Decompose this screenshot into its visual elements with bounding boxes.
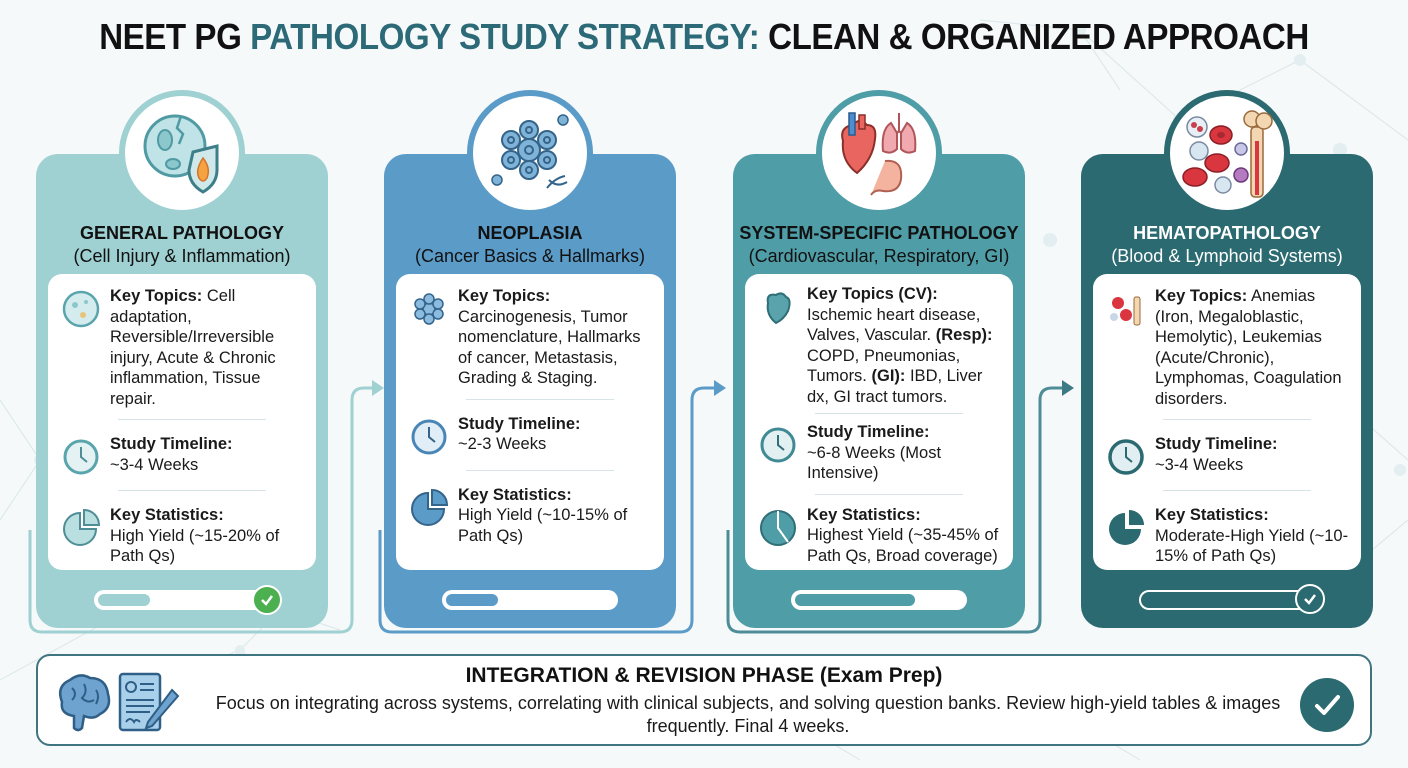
progress-bar (791, 590, 967, 610)
tumor-cells-dna-icon (467, 90, 593, 216)
progress-fill (98, 594, 150, 606)
timeline-value: ~6-8 Weeks (Most Intensive) (807, 443, 942, 483)
clock-icon (58, 434, 104, 480)
statistics-value: Moderate-High Yield (~10-15% of Path Qs) (1155, 526, 1349, 566)
divider (466, 398, 614, 400)
statistics-row: Key Statistics: High Yield (~10-15% of Pa… (406, 485, 654, 547)
clock-icon (755, 422, 801, 468)
tumor-cells-icon (406, 286, 452, 332)
key-topics-label: Key Topics: (458, 287, 551, 305)
divider (118, 490, 266, 491)
timeline-row: Study Timeline: ~3-4 Weeks (58, 434, 306, 480)
timeline-label: Study Timeline: (458, 414, 581, 433)
key-topics-gi-label: (GI): (871, 367, 906, 385)
title-prefix: NEET PG (99, 16, 251, 57)
card-title: NEOPLASIA (477, 223, 583, 243)
heart-icon (755, 284, 801, 330)
divider (466, 469, 614, 471)
timeline-row: Study Timeline: ~3-4 Weeks (1103, 434, 1351, 480)
statistics-label: Key Statistics: (807, 505, 921, 524)
card-hematopathology: HEMATOPATHOLOGY (Blood & Lymphoid System… (1081, 90, 1373, 628)
card-title: HEMATOPATHOLOGY (1133, 223, 1321, 243)
timeline-row: Study Timeline: ~2-3 Weeks (406, 414, 654, 460)
pie-chart-icon (755, 505, 801, 551)
divider (1163, 490, 1311, 491)
key-topics-text: Cell adaptation, Reversible/Irreversible… (110, 287, 276, 408)
statistics-row: Key Statistics: Moderate-High Yield (~10-… (1103, 505, 1351, 567)
page-title: NEET PG PATHOLOGY STUDY STRATEGY: CLEAN … (56, 16, 1351, 58)
pie-chart-icon (1103, 505, 1149, 551)
key-topics-cv-label: Key Topics (CV): (807, 285, 938, 303)
timeline-value: ~2-3 Weeks (458, 435, 547, 453)
card-general-pathology: GENERAL PATHOLOGY (Cell Injury & Inflamm… (36, 90, 328, 628)
pie-chart-icon (58, 505, 104, 551)
divider (1163, 419, 1311, 420)
timeline-value: ~3-4 Weeks (110, 455, 199, 474)
key-topics-label: Key Topics: (110, 287, 203, 305)
key-topics-label: Key Topics: (1155, 287, 1248, 305)
progress-bar (442, 590, 618, 610)
card-subtitle: (Cancer Basics & Hallmarks) (414, 246, 646, 266)
card-details: Key Topics: Carcinogenesis, Tumor nomenc… (396, 274, 664, 570)
integration-title: INTEGRATION & REVISION PHASE (Exam Prep) (465, 664, 943, 687)
timeline-value: ~3-4 Weeks (1155, 455, 1244, 474)
check-circle-icon (1300, 678, 1354, 732)
statistics-label: Key Statistics: (458, 485, 572, 504)
card-system-specific-pathology: SYSTEM-SPECIFIC PATHOLOGY (Cardiovascula… (733, 90, 1025, 628)
card-title: SYSTEM-SPECIFIC PATHOLOGY (739, 223, 1019, 243)
statistics-value: High Yield (~10-15% of Path Qs) (458, 506, 628, 545)
key-topics-cv-text: Ischemic heart disease, Valves, Vascular… (807, 305, 981, 345)
card-subtitle: (Cell Injury & Inflammation) (73, 246, 291, 266)
statistics-value: High Yield (~15-20% of Path Qs) (110, 526, 280, 566)
progress-fill (795, 594, 916, 606)
check-complete-icon (252, 585, 282, 615)
title-accent: PATHOLOGY STUDY STRATEGY: (250, 16, 760, 57)
card-details: Key Topics (CV): Ischemic heart disease,… (745, 274, 1013, 570)
statistics-label: Key Statistics: (1155, 506, 1269, 524)
card-title: GENERAL PATHOLOGY (79, 223, 284, 243)
card-details: Key Topics: Cell adaptation, Reversible/… (48, 274, 316, 570)
statistics-row: Key Statistics: High Yield (~15-20% of Pa… (58, 505, 306, 567)
clock-icon (406, 414, 452, 460)
timeline-row: Study Timeline: ~6-8 Weeks (Most Intensiv… (755, 422, 1003, 484)
divider (815, 413, 963, 414)
key-topics-resp-label: (Resp): (935, 326, 993, 344)
progress-bar (1139, 584, 1325, 614)
blood-cells-icon (1103, 286, 1149, 332)
pie-chart-icon (406, 485, 452, 531)
card-subtitle: (Blood & Lymphoid Systems) (1111, 246, 1343, 266)
key-topics-row: Key Topics: Carcinogenesis, Tumor nomenc… (406, 286, 654, 389)
timeline-label: Study Timeline: (110, 435, 233, 453)
title-suffix: CLEAN & ORGANIZED APPROACH (759, 16, 1309, 57)
check-complete-icon (1295, 584, 1325, 614)
key-topics-row: Key Topics (CV): Ischemic heart disease,… (755, 284, 1003, 407)
integration-description: Focus on integrating across systems, cor… (215, 693, 1281, 736)
divider (815, 493, 963, 495)
integration-revision-panel: INTEGRATION & REVISION PHASE (Exam Prep)… (36, 654, 1372, 746)
progress-fill (446, 594, 498, 606)
divider (118, 419, 266, 420)
key-topics-resp-text: COPD, Pneumonias, Tumors. (807, 346, 961, 386)
cell-icon (58, 286, 104, 332)
timeline-label: Study Timeline: (807, 423, 930, 441)
key-topics-text: Carcinogenesis, Tumor nomenclature, Hall… (458, 307, 641, 388)
timeline-label: Study Timeline: (1155, 435, 1278, 453)
blood-cells-bone-marrow-icon (1164, 90, 1290, 216)
statistics-value: Highest Yield (~35-45% of Path Qs, Broad… (807, 526, 999, 565)
cell-injury-shield-flame-icon (119, 90, 245, 216)
progress-bar (94, 585, 282, 615)
key-topics-text: Anemias (Iron, Megaloblastic, Hemolytic)… (1155, 287, 1342, 408)
card-subtitle: (Cardiovascular, Respiratory, GI) (748, 246, 1010, 266)
clock-icon (1103, 434, 1149, 480)
statistics-label: Key Statistics: (110, 506, 224, 524)
card-details: Key Topics: Anemias (Iron, Megaloblastic… (1093, 274, 1361, 570)
key-topics-row: Key Topics: Anemias (Iron, Megaloblastic… (1103, 286, 1351, 409)
card-neoplasia: NEOPLASIA (Cancer Basics & Hallmarks) Ke… (384, 90, 676, 628)
heart-lungs-stomach-icon (816, 90, 942, 216)
statistics-row: Key Statistics: Highest Yield (~35-45% of… (755, 505, 1003, 567)
key-topics-row: Key Topics: Cell adaptation, Reversible/… (58, 286, 306, 409)
